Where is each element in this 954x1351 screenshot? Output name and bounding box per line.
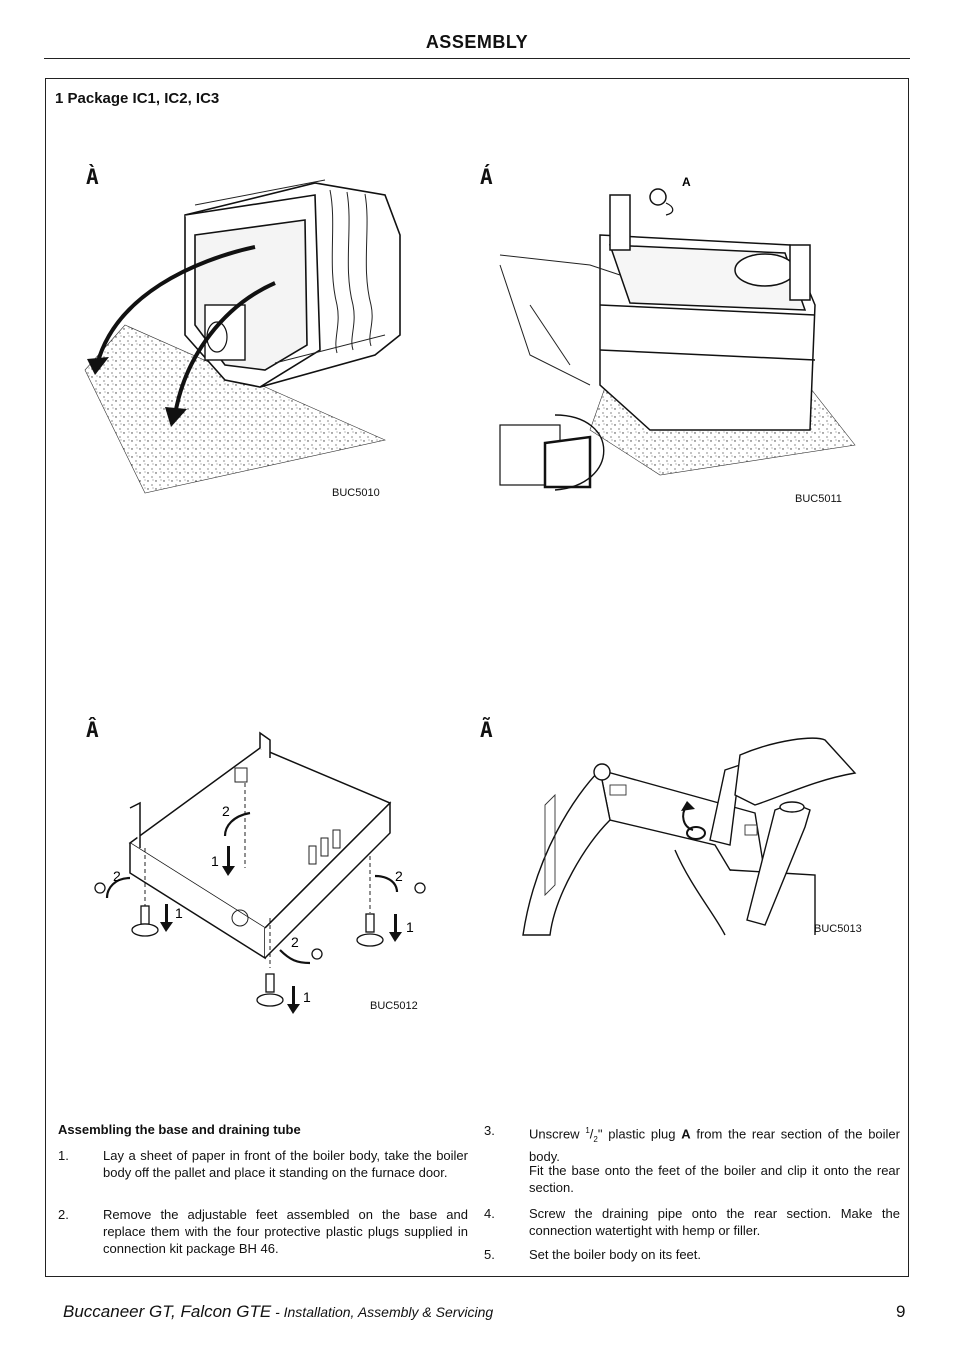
footer-title: Buccaneer GT, Falcon GTE - Installation,…	[63, 1302, 494, 1321]
header-rule	[44, 58, 910, 59]
figure-3-letter: Â	[86, 718, 99, 742]
instruction-step-4: 4. Screw the draining pipe onto the rear…	[484, 1205, 900, 1241]
figure-1-illustration	[84, 179, 401, 494]
step-label-2b: 2	[113, 868, 121, 884]
figure-4-illustration	[522, 737, 857, 936]
step-text: Remove the adjustable feet assembled on …	[103, 1207, 468, 1256]
step-label-1b: 1	[175, 905, 183, 921]
step-number: 4.	[484, 1206, 495, 1221]
step-number: 2.	[58, 1207, 69, 1222]
figure-2-letter: Á	[480, 165, 493, 189]
figure-1-letter: À	[86, 165, 99, 189]
figure-2-code: BUC5011	[795, 493, 842, 505]
figure-3-code: BUC5012	[370, 1000, 418, 1012]
page-header: ASSEMBLY	[425, 32, 529, 52]
step-label-1d: 1	[303, 989, 311, 1005]
step-number: 1.	[58, 1148, 69, 1163]
step-text: Set the boiler body on its feet.	[529, 1247, 701, 1262]
step-text-continued: Fit the base onto the feet of the boiler…	[529, 1163, 900, 1195]
content-frame	[45, 78, 909, 1277]
step-label-1a: 1	[211, 853, 219, 869]
instruction-step-3: 3. Unscrew 1/2" plastic plug A from the …	[484, 1122, 900, 1202]
step-text: Lay a sheet of paper in front of the boi…	[103, 1148, 468, 1180]
step-text: Unscrew 1/2" plastic plug A from the rea…	[529, 1126, 900, 1164]
instruction-step-5: 5. Set the boiler body on its feet.	[484, 1246, 900, 1266]
figure-4-code: BUC5013	[814, 923, 862, 935]
figure-4-letter: Ã	[480, 718, 493, 742]
instructions-title: Assembling the base and draining tube	[58, 1122, 301, 1137]
step-number: 5.	[484, 1247, 495, 1262]
instruction-step-2: 2. Remove the adjustable feet assembled …	[58, 1206, 468, 1258]
figure-3-illustration: 2 1 2 1 2 1 2 1	[94, 731, 426, 1014]
plug-label-a: A	[682, 175, 691, 189]
step-text: Screw the draining pipe onto the rear se…	[529, 1206, 900, 1238]
footer-subtitle: - Installation, Assembly & Servicing	[271, 1304, 494, 1320]
plug-reference: A	[681, 1126, 691, 1142]
instruction-step-1: 1. Lay a sheet of paper in front of the …	[58, 1147, 468, 1199]
step-label-2d: 2	[291, 934, 299, 950]
figure-2-illustration: A	[499, 175, 856, 491]
step-label-2c: 2	[395, 868, 403, 884]
step-number: 3.	[484, 1123, 495, 1138]
step-label-2a: 2	[222, 803, 230, 819]
page-number: 9	[896, 1302, 906, 1321]
figure-1-code: BUC5010	[332, 487, 380, 499]
step-label-1c: 1	[406, 919, 414, 935]
section-title: 1 Package IC1, IC2, IC3	[55, 90, 220, 107]
